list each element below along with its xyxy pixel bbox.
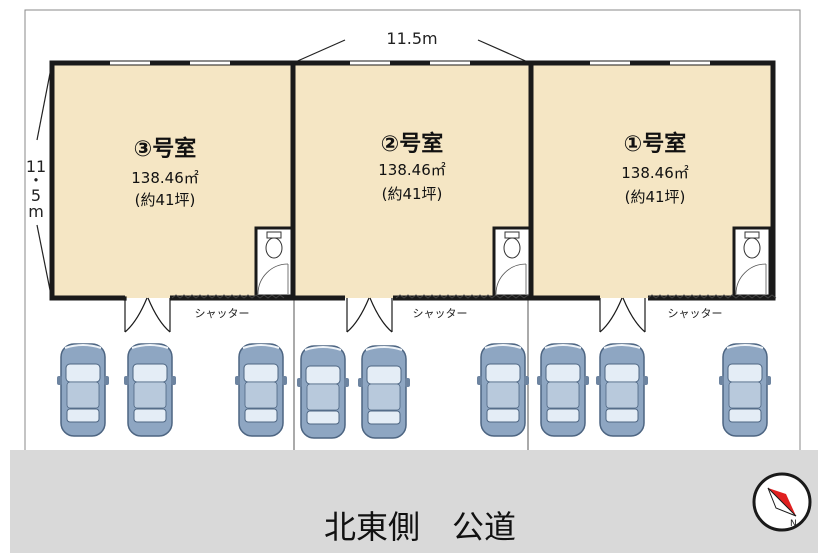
toilet-icon	[254, 226, 294, 298]
compass-label: N	[790, 519, 797, 529]
parked-cars	[56, 343, 772, 439]
depth-dimension-label-3: 5	[31, 186, 41, 205]
room-1-area: 138.46㎡	[621, 164, 689, 182]
toilet-icon	[732, 226, 772, 298]
room-2-tsubo: (約41坪)	[382, 185, 443, 203]
road-label: 北東側 公道	[324, 508, 516, 546]
car-icon	[718, 343, 772, 437]
compass-north-icon: N	[752, 472, 812, 532]
car-icon	[123, 343, 177, 437]
room-3-name: ③号室	[134, 136, 197, 162]
car-icon	[296, 345, 350, 439]
shutter-icon	[395, 294, 533, 299]
car-icon	[595, 343, 649, 437]
room-2-shutter-label: シャッター	[413, 307, 468, 320]
car-icon	[234, 343, 288, 437]
toilet-icon	[492, 226, 532, 298]
room-1-tsubo: (約41坪)	[625, 188, 686, 206]
door-icon	[599, 297, 646, 333]
room-1-shutter-label: シャッター	[668, 307, 723, 320]
room-1-name: ①号室	[624, 131, 687, 157]
door-icon	[123, 296, 171, 333]
car-icon	[357, 345, 411, 439]
width-dimension-label: 11.5m	[386, 29, 437, 48]
depth-dimension-label-4: m	[28, 202, 44, 221]
shutter-icon	[171, 294, 285, 299]
room-3-shutter-label: シャッター	[195, 307, 250, 320]
room-3: ③号室 138.46㎡ (約41坪) シャッター	[49, 60, 294, 333]
width-dimension-lines	[292, 39, 531, 64]
shutter-icon	[647, 294, 777, 299]
room-1: ①号室 138.46㎡ (約41坪) シャッター	[528, 60, 777, 333]
car-icon	[476, 343, 530, 437]
depth-dimension-label-2: ・	[28, 171, 44, 190]
room-3-tsubo: (約41坪)	[135, 191, 196, 209]
car-icon	[536, 343, 590, 437]
door-icon	[346, 297, 393, 333]
room-2-name: ②号室	[381, 131, 444, 157]
room-3-area: 138.46㎡	[131, 169, 199, 187]
depth-dimension-label-1: 11	[26, 157, 46, 176]
road-band	[10, 450, 818, 553]
car-icon	[56, 343, 110, 437]
room-2-area: 138.46㎡	[378, 161, 446, 179]
site-boundary	[24, 9, 801, 450]
room-2: ②号室 138.46㎡ (約41坪) シャッター	[290, 60, 533, 333]
